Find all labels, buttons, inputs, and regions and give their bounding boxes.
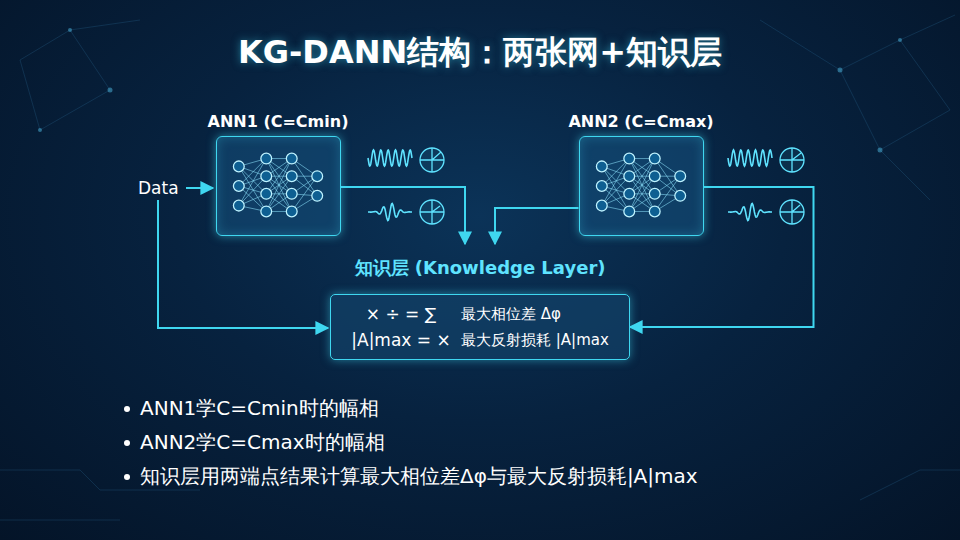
neural-net-icon <box>580 137 703 235</box>
bullet-text: 知识层用两端点结果计算最大相位差Δφ与最大反射损耗|A|max <box>140 463 698 489</box>
wave <box>728 150 772 166</box>
slide-title: KG-DANN结构：两张网+知识层 <box>0 30 960 74</box>
bg-network <box>0 15 960 520</box>
network-box <box>216 136 341 236</box>
bullet-text: ANN1学C=Cmin时的幅相 <box>140 395 379 421</box>
bullets <box>124 406 130 480</box>
formula-symbols: |A|max = × <box>341 329 461 351</box>
ann-block: ANN1 (C=Cmin) <box>198 110 358 236</box>
neural-net-icon <box>217 137 340 235</box>
knowledge-layer: 知识层 (Knowledge Layer) × ÷ = ∑最大相位差 Δφ|A|m… <box>330 244 630 360</box>
network-box <box>579 136 704 236</box>
flow-connector <box>341 187 466 244</box>
wave <box>728 204 772 221</box>
bullet-text: ANN2学C=Cmax时的幅相 <box>140 429 385 455</box>
layer-box: × ÷ = ∑最大相位差 Δφ|A|max = ×最大反射损耗 |A|max <box>330 294 630 360</box>
network-title: ANN1 (C=Cmin) <box>198 110 358 134</box>
flow-connector <box>630 187 814 327</box>
output-quantity: 最大反射损耗 |A|max <box>461 329 619 351</box>
formula-symbols: × ÷ = ∑ <box>341 303 461 325</box>
ann-block: ANN2 (C=Cmax) <box>561 110 721 236</box>
network-title: ANN2 (C=Cmax) <box>561 110 721 134</box>
layer-title: 知识层 (Knowledge Layer) <box>330 256 630 280</box>
wave <box>368 150 412 166</box>
wave <box>368 204 412 221</box>
output-quantity: 最大相位差 Δφ <box>461 303 619 325</box>
input-label: Data <box>138 177 179 200</box>
data-arrow <box>186 187 213 189</box>
flow-connector <box>495 208 579 244</box>
